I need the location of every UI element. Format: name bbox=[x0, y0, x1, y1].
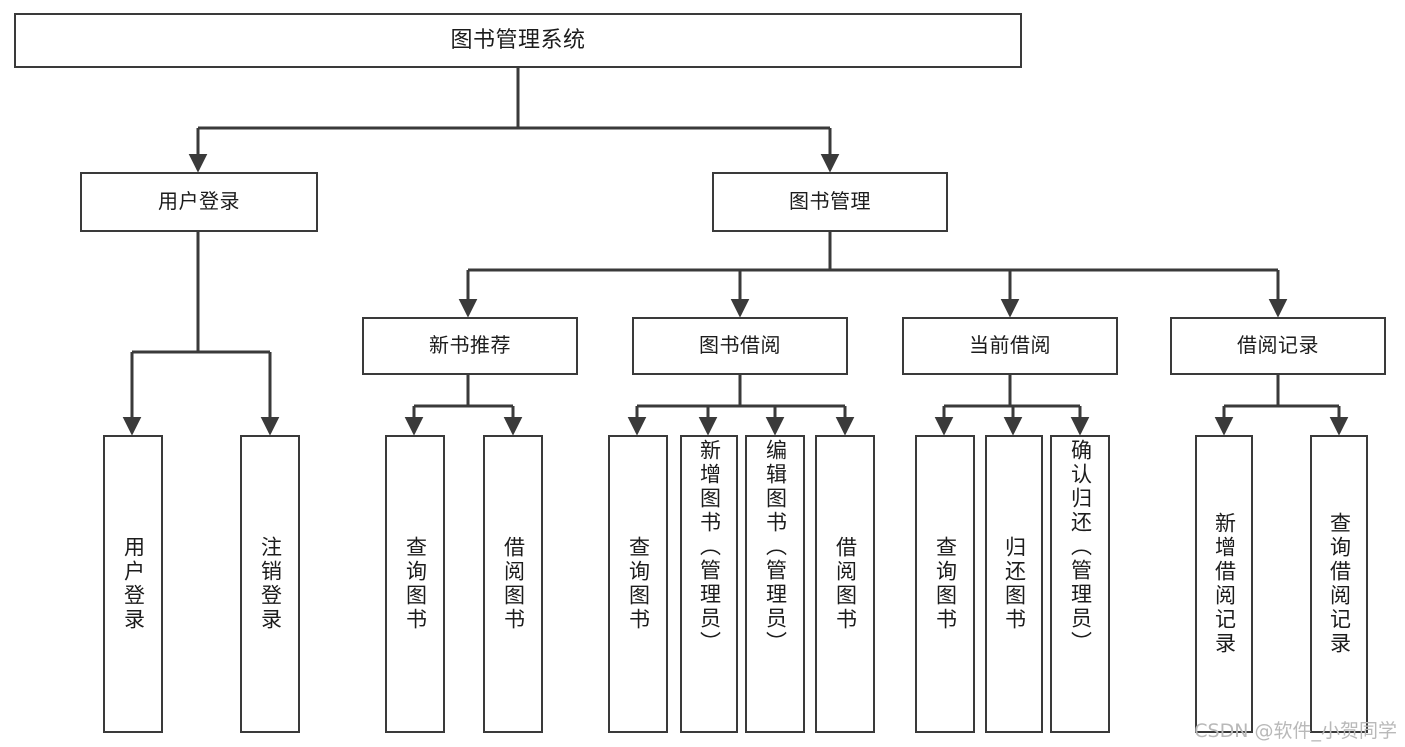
node-leaf-query-book-1-label: 查询图书 bbox=[403, 536, 428, 632]
node-leaf-query-book-2[interactable]: 查询图书 bbox=[608, 435, 668, 733]
node-leaf-add-book[interactable]: 新增图书（管理员） bbox=[680, 435, 738, 733]
node-leaf-query-book-1[interactable]: 查询图书 bbox=[385, 435, 445, 733]
node-leaf-edit-book[interactable]: 编辑图书（管理员） bbox=[745, 435, 805, 733]
csdn-watermark: CSDN @软件_小贺同学 bbox=[1194, 720, 1397, 742]
node-leaf-add-record[interactable]: 新增借阅记录 bbox=[1195, 435, 1253, 733]
node-leaf-user-login-label: 用户登录 bbox=[121, 536, 146, 632]
node-book-manage-label: 图书管理 bbox=[789, 189, 871, 214]
node-leaf-logout[interactable]: 注销登录 bbox=[240, 435, 300, 733]
node-leaf-borrow-book-1-label: 借阅图书 bbox=[501, 536, 526, 632]
node-current-borrow-label: 当前借阅 bbox=[969, 333, 1051, 358]
node-leaf-add-book-label: 新增图书（管理员） bbox=[697, 439, 722, 655]
node-root-title[interactable]: 图书管理系统 bbox=[14, 13, 1022, 68]
node-leaf-return-book[interactable]: 归还图书 bbox=[985, 435, 1043, 733]
node-leaf-query-record-label: 查询借阅记录 bbox=[1327, 512, 1352, 656]
node-leaf-logout-label: 注销登录 bbox=[258, 536, 283, 632]
node-book-borrow-label: 图书借阅 bbox=[699, 333, 781, 358]
node-leaf-borrow-book-1[interactable]: 借阅图书 bbox=[483, 435, 543, 733]
node-leaf-borrow-book-2[interactable]: 借阅图书 bbox=[815, 435, 875, 733]
node-leaf-query-book-2-label: 查询图书 bbox=[626, 536, 651, 632]
node-new-book-rec-label: 新书推荐 bbox=[429, 333, 511, 358]
node-leaf-confirm-return-label: 确认归还（管理员） bbox=[1068, 439, 1093, 655]
node-user-login-label: 用户登录 bbox=[158, 189, 240, 214]
node-leaf-query-book-3-label: 查询图书 bbox=[933, 536, 958, 632]
node-book-manage[interactable]: 图书管理 bbox=[712, 172, 948, 232]
node-leaf-query-record[interactable]: 查询借阅记录 bbox=[1310, 435, 1368, 733]
node-leaf-add-record-label: 新增借阅记录 bbox=[1212, 512, 1237, 656]
node-leaf-confirm-return[interactable]: 确认归还（管理员） bbox=[1050, 435, 1110, 733]
node-current-borrow[interactable]: 当前借阅 bbox=[902, 317, 1118, 375]
node-borrow-record[interactable]: 借阅记录 bbox=[1170, 317, 1386, 375]
node-new-book-rec[interactable]: 新书推荐 bbox=[362, 317, 578, 375]
node-leaf-edit-book-label: 编辑图书（管理员） bbox=[763, 439, 788, 655]
node-user-login[interactable]: 用户登录 bbox=[80, 172, 318, 232]
node-leaf-user-login[interactable]: 用户登录 bbox=[103, 435, 163, 733]
node-leaf-borrow-book-2-label: 借阅图书 bbox=[833, 536, 858, 632]
node-root-title-label: 图书管理系统 bbox=[450, 27, 586, 53]
node-borrow-record-label: 借阅记录 bbox=[1237, 333, 1319, 358]
node-book-borrow[interactable]: 图书借阅 bbox=[632, 317, 848, 375]
node-leaf-query-book-3[interactable]: 查询图书 bbox=[915, 435, 975, 733]
node-leaf-return-book-label: 归还图书 bbox=[1002, 536, 1027, 632]
